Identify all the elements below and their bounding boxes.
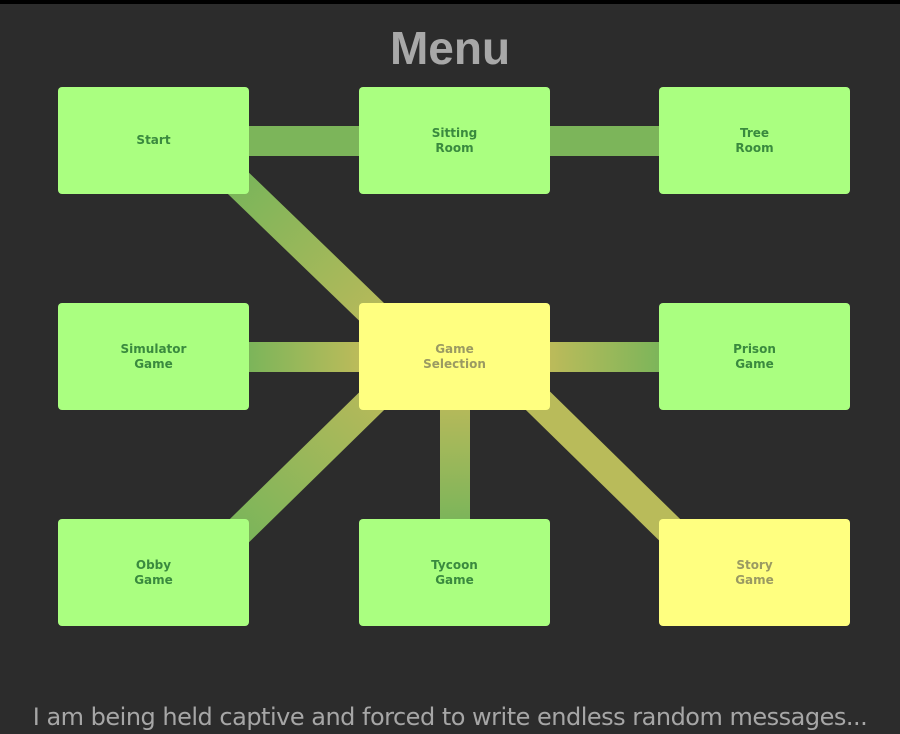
node-obby-game[interactable]: Obby Game (58, 519, 249, 626)
node-story-game-label: Story Game (735, 557, 774, 587)
connector-game-selection-story (519, 382, 686, 546)
node-start-label: Start (136, 133, 171, 147)
node-game-selection-label: Game Selection (423, 341, 486, 371)
node-tree-room-label: Tree Room (735, 125, 774, 155)
node-story-game[interactable]: Story Game (659, 519, 850, 626)
footer-message: I am being held captive and forced to wr… (32, 703, 868, 731)
node-prison-game-label: Prison Game (733, 341, 776, 371)
connector-game-selection-obby (224, 382, 391, 546)
node-tree-room[interactable]: Tree Room (659, 87, 850, 194)
node-sitting-room-label: Sitting Room (431, 125, 478, 155)
page-title: Menu (389, 22, 511, 74)
node-tycoon-game-label: Tycoon Game (431, 557, 478, 587)
top-bar (0, 0, 900, 4)
node-start[interactable]: Start (58, 87, 249, 194)
node-obby-game-label: Obby Game (134, 557, 173, 587)
connector-start-game-selection (224, 169, 391, 331)
node-tycoon-game[interactable]: Tycoon Game (359, 519, 550, 626)
node-game-selection[interactable]: Game Selection (359, 303, 550, 410)
node-simulator-game-label: Simulator Game (120, 341, 187, 371)
node-sitting-room[interactable]: Sitting Room (359, 87, 550, 194)
node-simulator-game[interactable]: Simulator Game (58, 303, 249, 410)
node-prison-game[interactable]: Prison Game (659, 303, 850, 410)
